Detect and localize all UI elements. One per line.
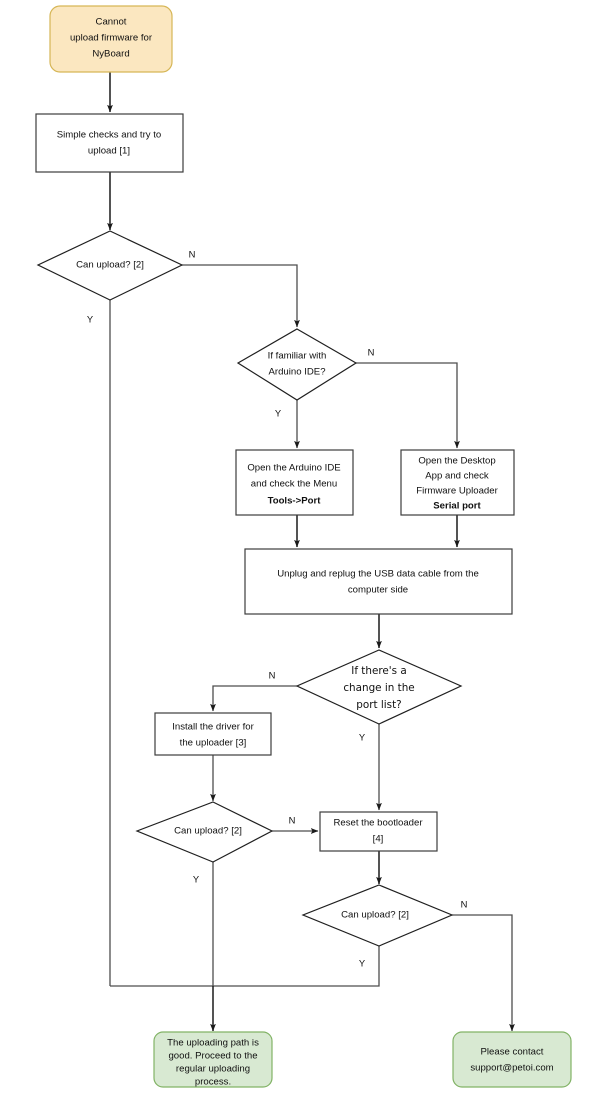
node-end-success[interactable]: The uploading path is good. Proceed to t… bbox=[153, 1031, 273, 1088]
edge-label-familiar-ide-no: N bbox=[368, 346, 375, 357]
node-unplug-replug-shape bbox=[244, 548, 513, 615]
node-port-change[interactable]: If there's a change in the port list? bbox=[295, 649, 463, 725]
node-unplug-replug-line-2: computer side bbox=[348, 585, 408, 596]
node-familiar-ide-line-2: Arduino IDE? bbox=[268, 367, 325, 378]
node-familiar-ide-shape bbox=[236, 328, 358, 401]
node-simple-checks-shape bbox=[35, 113, 184, 173]
node-install-driver-line-2: the uploader [3] bbox=[180, 738, 247, 749]
node-start-line-2: upload firmware for bbox=[70, 33, 153, 44]
edge-label-port-change-yes: Y bbox=[359, 731, 366, 742]
node-open-arduino-bold: Tools->Port bbox=[268, 496, 322, 507]
node-end-success-line-2: good. Proceed to the bbox=[168, 1051, 257, 1062]
node-can-upload-1-label: Can upload? [2] bbox=[76, 260, 144, 271]
node-simple-checks-line-2: upload [1] bbox=[88, 146, 130, 157]
node-port-change-line-2: change in the bbox=[343, 682, 414, 694]
edge-label-can-upload-1-no: N bbox=[189, 248, 196, 259]
edge-label-can-upload-3-no: N bbox=[461, 898, 468, 909]
node-open-desktop-shape bbox=[400, 449, 515, 516]
node-end-contact-line-1: Please contact bbox=[481, 1047, 544, 1058]
node-unplug-replug[interactable]: Unplug and replug the USB data cable fro… bbox=[244, 548, 513, 615]
node-install-driver-shape bbox=[154, 712, 272, 756]
node-open-arduino[interactable]: Open the Arduino IDE and check the Menu … bbox=[235, 449, 354, 516]
node-can-upload-1[interactable]: Can upload? [2] bbox=[36, 230, 184, 301]
edge-familiar-ide-no bbox=[356, 362, 460, 449]
edge-port-change-no bbox=[210, 685, 297, 712]
node-open-arduino-shape bbox=[235, 449, 354, 516]
edge-label-familiar-ide-yes: Y bbox=[275, 407, 282, 418]
node-can-upload-3-label: Can upload? [2] bbox=[341, 910, 409, 921]
node-install-driver-line-1: Install the driver for bbox=[172, 722, 254, 733]
node-end-contact[interactable]: Please contact support@petoi.com bbox=[452, 1031, 572, 1088]
node-unplug-replug-line-1: Unplug and replug the USB data cable fro… bbox=[277, 569, 479, 580]
node-end-success-shape bbox=[153, 1031, 273, 1088]
node-start-shape bbox=[49, 5, 173, 73]
node-can-upload-2-shape bbox=[135, 801, 274, 863]
node-end-contact-line-2: support@petoi.com bbox=[470, 1063, 553, 1074]
node-reset-bootloader-line-2: [4] bbox=[373, 834, 384, 845]
node-open-arduino-line-2: and check the Menu bbox=[251, 479, 337, 490]
node-can-upload-2[interactable]: Can upload? [2] bbox=[135, 801, 274, 863]
node-can-upload-3-shape bbox=[301, 884, 454, 947]
edge-label-can-upload-2-no: N bbox=[289, 814, 296, 825]
edge-label-can-upload-2-yes: Y bbox=[193, 873, 200, 884]
node-port-change-line-1: If there's a bbox=[351, 665, 406, 677]
node-familiar-ide[interactable]: If familiar with Arduino IDE? bbox=[236, 328, 358, 401]
node-simple-checks[interactable]: Simple checks and try to upload [1] bbox=[35, 113, 184, 173]
edge-label-port-change-no: N bbox=[269, 669, 276, 680]
edge-can-upload-3-no bbox=[452, 914, 515, 1032]
node-install-driver[interactable]: Install the driver for the uploader [3] bbox=[154, 712, 272, 756]
node-reset-bootloader-shape bbox=[319, 811, 438, 852]
edge-label-can-upload-3-yes: Y bbox=[359, 957, 366, 968]
node-reset-bootloader-line-1: Reset the bootloader bbox=[333, 818, 423, 829]
node-open-desktop-line-2: App and check bbox=[425, 471, 489, 482]
node-simple-checks-line-1: Simple checks and try to bbox=[57, 130, 162, 141]
node-can-upload-2-label: Can upload? [2] bbox=[174, 826, 242, 837]
node-open-desktop-line-3: Firmware Uploader bbox=[416, 486, 498, 497]
node-port-change-shape bbox=[295, 649, 463, 725]
node-familiar-ide-line-1: If familiar with bbox=[268, 351, 327, 362]
edge-can-upload-3-yes bbox=[110, 946, 380, 987]
edge-can-upload-1-no bbox=[182, 264, 300, 328]
node-port-change-line-3: port list? bbox=[356, 699, 401, 711]
node-open-desktop-line-1: Open the Desktop bbox=[418, 456, 495, 467]
node-start[interactable]: Cannot upload firmware for NyBoard bbox=[49, 5, 173, 73]
node-open-arduino-line-1: Open the Arduino IDE bbox=[247, 463, 340, 474]
edge-label-can-upload-1-yes: Y bbox=[87, 313, 94, 324]
node-open-desktop[interactable]: Open the Desktop App and check Firmware … bbox=[400, 449, 515, 516]
node-end-success-line-1: The uploading path is bbox=[167, 1038, 259, 1049]
node-can-upload-1-shape bbox=[36, 230, 184, 301]
node-can-upload-3[interactable]: Can upload? [2] bbox=[301, 884, 454, 947]
node-start-line-3: NyBoard bbox=[92, 49, 129, 60]
node-end-success-line-3: regular uploading bbox=[176, 1064, 250, 1075]
node-end-contact-shape bbox=[452, 1031, 572, 1088]
node-start-line-1: Cannot bbox=[96, 17, 127, 28]
node-open-desktop-bold: Serial port bbox=[433, 501, 481, 512]
node-end-success-line-4: process. bbox=[195, 1077, 231, 1088]
node-reset-bootloader[interactable]: Reset the bootloader [4] bbox=[319, 811, 438, 852]
